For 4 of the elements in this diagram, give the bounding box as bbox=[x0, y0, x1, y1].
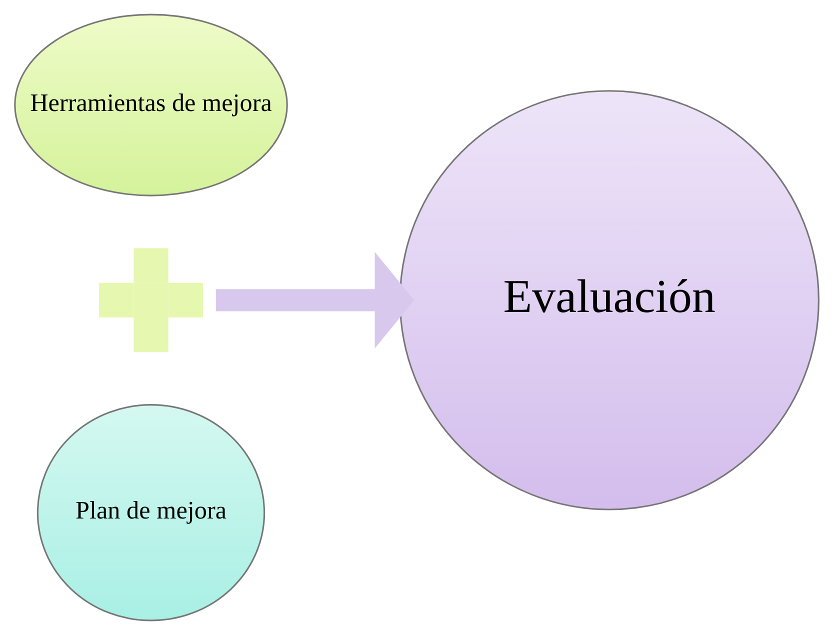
arrow bbox=[215, 252, 414, 348]
node-circle: Evaluación bbox=[398, 90, 819, 510]
node-ellipse: Herramientas de mejora bbox=[14, 14, 288, 196]
node-circle: Plan de mejora bbox=[36, 404, 265, 622]
